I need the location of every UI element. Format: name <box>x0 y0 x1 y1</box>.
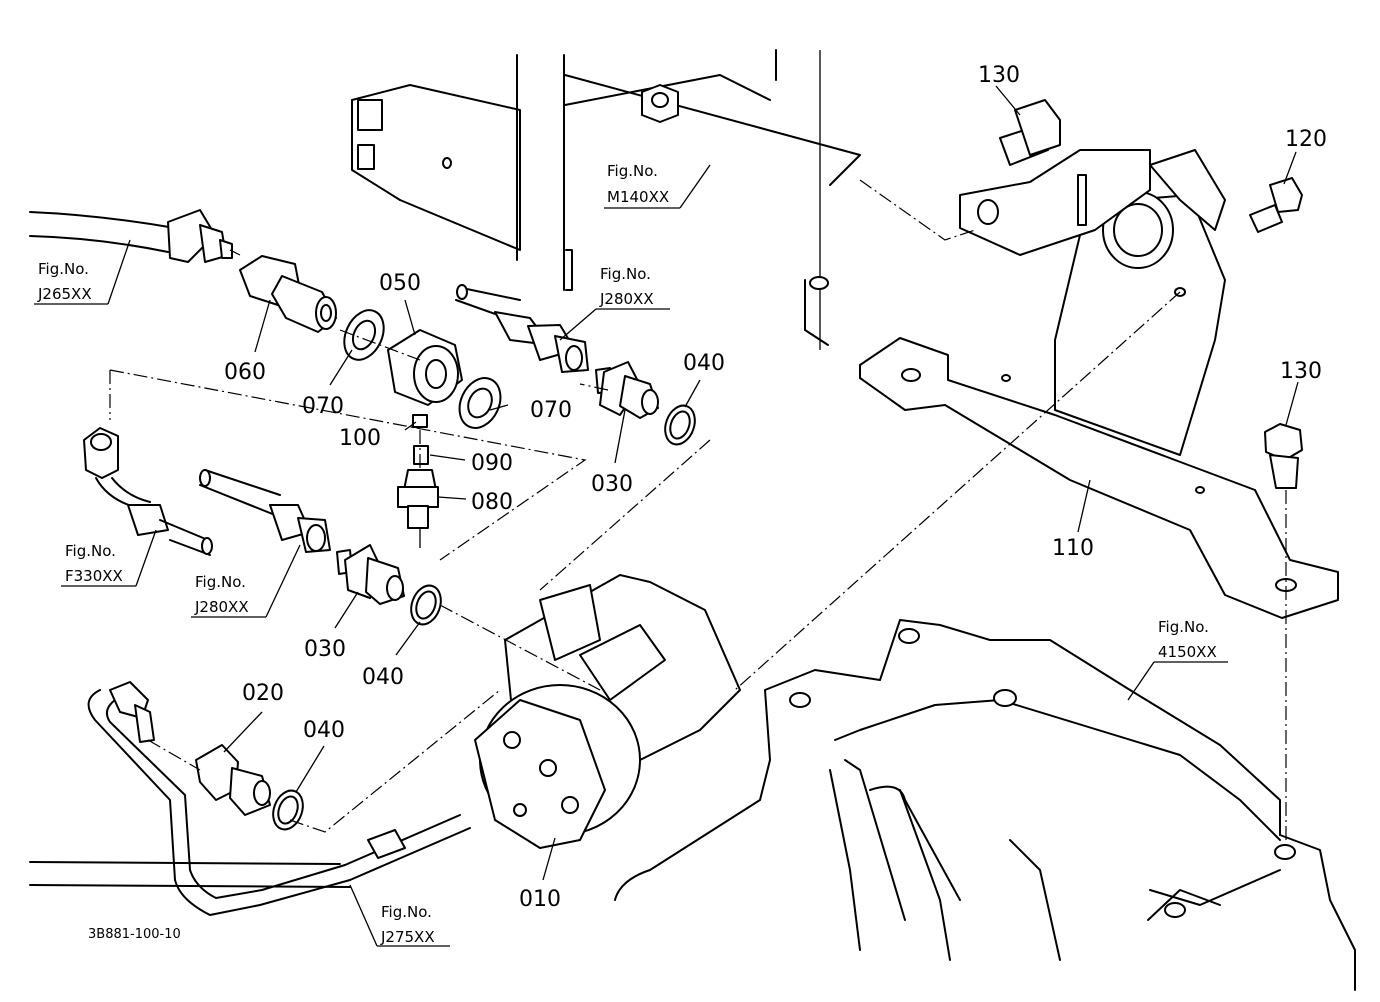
callout-010: 010 <box>519 887 561 912</box>
callout-080: 080 <box>471 490 513 515</box>
adapter-060 <box>239 255 337 333</box>
hose-j280-top <box>455 284 589 373</box>
fig-ref-j265: Fig.No. J265XX <box>34 239 131 305</box>
fitting-020 <box>195 744 271 816</box>
svg-text:Fig.No.: Fig.No. <box>38 260 89 278</box>
callout-030-right: 030 <box>591 472 633 497</box>
hose-j275 <box>29 681 471 916</box>
fig-ref-j280-mid: Fig.No. J280XX <box>191 544 301 618</box>
svg-text:J265XX: J265XX <box>37 285 92 303</box>
bolt-130-top <box>999 99 1061 166</box>
pump-010 <box>474 574 741 849</box>
callout-130-top: 130 <box>978 63 1020 88</box>
callout-030-left: 030 <box>304 637 346 662</box>
diagram-code: 3B881-100-10 <box>88 927 181 942</box>
callout-090: 090 <box>471 451 513 476</box>
fig-ref-m140: Fig.No. M140XX <box>604 162 711 209</box>
callout-110: 110 <box>1052 536 1094 561</box>
case-4150 <box>614 619 1356 991</box>
bracket-110 <box>859 149 1339 619</box>
bolt-130-right <box>1264 423 1303 489</box>
svg-text:J280XX: J280XX <box>194 598 249 616</box>
svg-text:Fig.No.: Fig.No. <box>381 903 432 921</box>
fitting-030-left <box>336 544 405 605</box>
callout-060: 060 <box>224 360 266 385</box>
callout-040-low: 040 <box>303 718 345 743</box>
callout-130-right: 130 <box>1280 359 1322 384</box>
hose-j280-mid <box>199 469 331 553</box>
callout-040-mid: 040 <box>362 665 404 690</box>
bolt-120 <box>1249 177 1303 233</box>
callout-leaders <box>223 85 1299 881</box>
callout-100: 100 <box>339 426 381 451</box>
callout-040-top: 040 <box>683 351 725 376</box>
svg-text:Fig.No.: Fig.No. <box>1158 618 1209 636</box>
callout-050: 050 <box>379 271 421 296</box>
svg-text:J280XX: J280XX <box>599 290 654 308</box>
svg-text:4150XX: 4150XX <box>1158 643 1217 661</box>
callout-020: 020 <box>242 681 284 706</box>
fig-ref-f330: Fig.No. F330XX <box>61 529 157 587</box>
svg-text:Fig.No.: Fig.No. <box>607 162 658 180</box>
parts-080-090-100 <box>397 414 439 548</box>
fig-ref-j280-top: Fig.No. J280XX <box>559 265 670 341</box>
fig-ref-j275: Fig.No. J275XX <box>349 884 450 947</box>
leader-lines <box>109 179 1287 848</box>
callout-070-left: 070 <box>302 394 344 419</box>
hose-j265 <box>29 209 233 263</box>
svg-text:Fig.No.: Fig.No. <box>65 542 116 560</box>
svg-text:M140XX: M140XX <box>607 188 669 206</box>
part-callouts: 130 120 050 040 060 130 070 070 100 090 … <box>224 63 1327 912</box>
svg-text:Fig.No.: Fig.No. <box>195 573 246 591</box>
callout-120: 120 <box>1285 127 1327 152</box>
callout-070-right: 070 <box>530 398 572 423</box>
hose-f330 <box>83 427 213 556</box>
fitting-030-right <box>595 361 659 419</box>
frame-lines <box>351 49 861 350</box>
eye-block-050 <box>387 329 463 406</box>
svg-text:J275XX: J275XX <box>380 928 435 946</box>
fig-ref-4150: Fig.No. 4150XX <box>1127 618 1228 701</box>
svg-text:F330XX: F330XX <box>65 567 123 585</box>
svg-text:Fig.No.: Fig.No. <box>600 265 651 283</box>
